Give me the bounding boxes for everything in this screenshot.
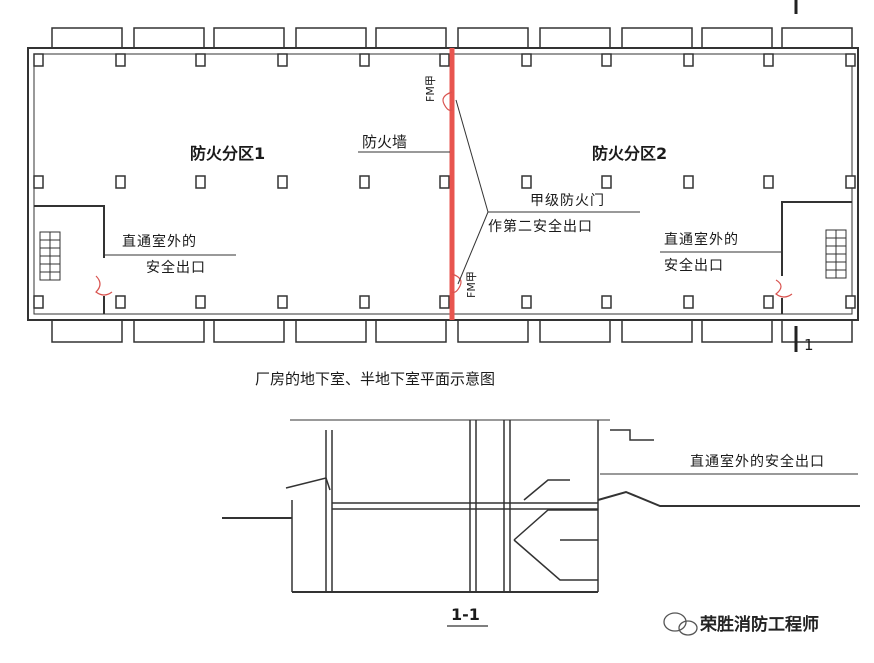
top-window-well xyxy=(621,27,693,48)
top-window-well xyxy=(539,27,611,48)
door-code-top: FM甲 xyxy=(424,75,437,102)
top-window-well xyxy=(133,27,205,48)
column xyxy=(359,53,370,67)
column xyxy=(845,53,856,67)
section-mark-label: 1 xyxy=(804,336,814,354)
column xyxy=(601,53,612,67)
fire-door-top xyxy=(442,91,453,111)
top-window-well xyxy=(375,27,447,48)
exit-right-line2: 安全出口 xyxy=(664,257,724,274)
column xyxy=(33,175,44,189)
fire-door-label-1: 甲级防火门 xyxy=(530,193,605,209)
column xyxy=(439,53,450,67)
column xyxy=(521,295,532,309)
column xyxy=(521,53,532,67)
column xyxy=(33,53,44,67)
column xyxy=(359,175,370,189)
wechat-icon xyxy=(663,612,698,636)
column xyxy=(601,295,612,309)
left-stair-icon xyxy=(39,231,61,281)
top-window-well xyxy=(51,27,123,48)
exit-right-line1: 直通室外的 xyxy=(664,231,739,248)
exit-left-line1: 直通室外的 xyxy=(122,233,197,250)
right-stair-room xyxy=(781,201,852,314)
column xyxy=(33,295,44,309)
column xyxy=(845,295,856,309)
bottom-window-well xyxy=(539,320,611,343)
top-window-well xyxy=(781,27,853,48)
column xyxy=(115,53,126,67)
left-stair-room xyxy=(34,205,105,314)
column xyxy=(601,175,612,189)
bottom-window-well xyxy=(375,320,447,343)
plan-caption: 厂房的地下室、半地下室平面示意图 xyxy=(255,370,495,388)
right-stair-icon xyxy=(825,229,847,279)
column xyxy=(195,175,206,189)
section-exit-label: 直通室外的安全出口 xyxy=(690,453,825,470)
exit-left-line2: 安全出口 xyxy=(146,259,206,276)
firewall-label: 防火墙 xyxy=(362,133,407,151)
section-view xyxy=(222,419,860,593)
section-title: 1-1 xyxy=(451,605,480,624)
left-exit-door xyxy=(95,275,113,296)
zone1-label: 防火分区1 xyxy=(190,144,265,163)
bottom-window-well xyxy=(457,320,529,343)
column xyxy=(115,295,126,309)
bottom-window-well xyxy=(701,320,773,343)
column xyxy=(359,295,370,309)
top-window-well xyxy=(295,27,367,48)
column xyxy=(195,295,206,309)
bottom-window-wells xyxy=(48,319,856,343)
fire-door-leaders xyxy=(455,99,640,285)
column xyxy=(763,53,774,67)
bottom-window-well xyxy=(295,320,367,343)
watermark-text: 荣胜消防工程师 xyxy=(699,614,819,635)
column xyxy=(277,175,288,189)
bottom-window-well xyxy=(213,320,285,343)
top-window-well xyxy=(213,27,285,48)
structural-columns xyxy=(33,53,856,309)
column xyxy=(763,295,774,309)
bottom-window-well xyxy=(51,320,123,343)
column xyxy=(195,53,206,67)
top-window-wells xyxy=(48,27,856,49)
column xyxy=(683,175,694,189)
column xyxy=(845,175,856,189)
zone2-label: 防火分区2 xyxy=(592,144,667,163)
column xyxy=(763,175,774,189)
column xyxy=(683,53,694,67)
fire-door-label-2: 作第二安全出口 xyxy=(488,218,593,235)
column xyxy=(521,175,532,189)
column xyxy=(439,295,450,309)
column xyxy=(277,295,288,309)
bottom-window-well xyxy=(621,320,693,343)
column xyxy=(439,175,450,189)
column xyxy=(277,53,288,67)
top-window-well xyxy=(457,27,529,48)
bottom-window-well xyxy=(781,320,853,343)
fire-door-bottom xyxy=(451,273,462,293)
right-exit-door xyxy=(775,279,793,298)
top-window-well xyxy=(701,27,773,48)
column xyxy=(683,295,694,309)
door-code-bottom: FM甲 xyxy=(465,271,478,298)
bottom-window-well xyxy=(133,320,205,343)
column xyxy=(115,175,126,189)
